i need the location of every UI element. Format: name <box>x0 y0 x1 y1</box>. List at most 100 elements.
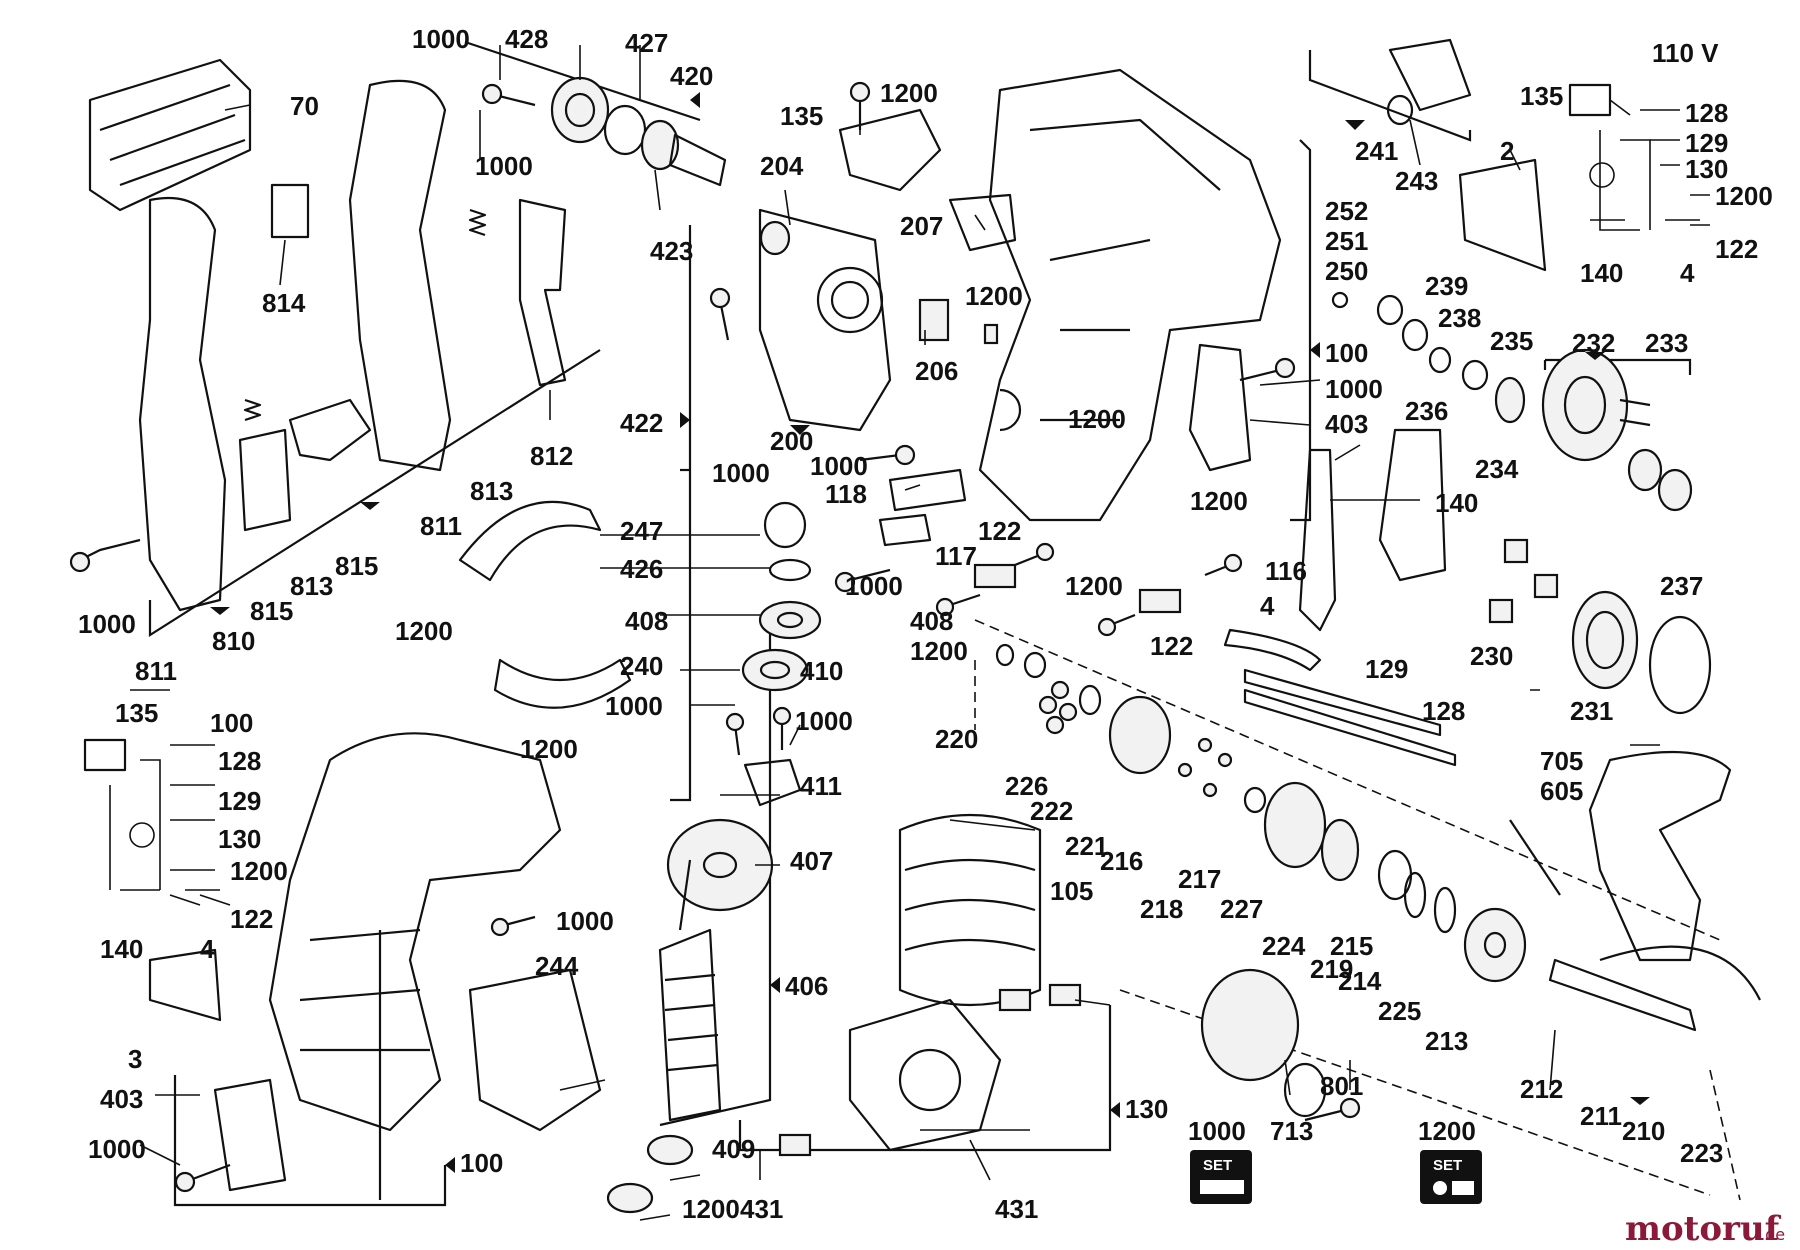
spindle-211 <box>1548 958 1697 1032</box>
gear-232-part <box>1541 348 1629 462</box>
side-handle-part <box>1588 750 1732 962</box>
strip-part-b <box>1243 688 1457 767</box>
part-label: 411 <box>800 771 842 801</box>
part-label: 237 <box>1660 571 1703 601</box>
cap-part <box>1388 38 1472 112</box>
set-badge-text: SET <box>1203 1157 1232 1174</box>
part-label: 218 <box>1140 894 1183 924</box>
part-label: 4 <box>1680 258 1695 288</box>
part-label: 204 <box>760 151 804 181</box>
chuck-713 <box>1200 968 1300 1082</box>
part-label: 1200 <box>965 281 1023 311</box>
part-label: 130 <box>218 824 261 854</box>
brand-watermark: motoruf .de <box>1625 1209 1785 1249</box>
trigger-part <box>518 198 567 387</box>
ring-221 <box>1078 684 1102 716</box>
part-label: 1000 <box>712 458 770 488</box>
part-label: 219 <box>1310 954 1353 984</box>
clip-240 <box>493 658 632 709</box>
part-label: 428 <box>505 24 548 54</box>
part-label: 605 <box>1540 776 1583 806</box>
part-label: 1200 <box>395 616 453 646</box>
part-label: 1200 <box>1190 486 1248 516</box>
brand-name: motoruf <box>1625 1209 1782 1249</box>
part-label: 206 <box>915 356 958 386</box>
part-label: 1200 <box>1715 181 1773 211</box>
part-label: 213 <box>1425 1026 1468 1056</box>
bearing-part-b <box>640 119 680 171</box>
part-label: 227 <box>1220 894 1263 924</box>
part-label: 1000 <box>1325 374 1383 404</box>
part-label: 130 <box>1685 154 1728 184</box>
part-label: 233 <box>1645 328 1688 358</box>
part-label: 403 <box>100 1084 143 1114</box>
part-label: 1200 <box>1065 571 1123 601</box>
part-label: 403 <box>1325 409 1368 439</box>
part-label: 815 <box>335 551 378 581</box>
part-label: 1000 <box>78 609 136 639</box>
part-label: 811 <box>420 511 462 541</box>
part-label: 231 <box>1570 696 1613 726</box>
part-label: 100 <box>1325 338 1368 368</box>
part-label: 238 <box>1438 303 1481 333</box>
part-label: 110 V <box>1652 38 1719 68</box>
part-label: 224 <box>1262 931 1306 961</box>
pinion-part <box>1494 376 1526 424</box>
schematic-top-right <box>1568 83 1700 231</box>
part-label: 1000 <box>412 24 470 54</box>
part-label: 241 <box>1355 136 1398 166</box>
switch-part-b <box>238 428 292 532</box>
part-label: 801 <box>1320 1071 1363 1101</box>
part-label: 250 <box>1325 256 1368 286</box>
holder-part <box>973 563 1017 589</box>
bearing-410 <box>741 648 809 692</box>
part-number-labels: 1000 428 427 420 70 1000 423 814 812 811… <box>78 24 1773 1224</box>
bracket-part <box>999 388 1022 432</box>
part-label: 252 <box>1325 196 1368 226</box>
part-label: 236 <box>1405 396 1448 426</box>
part-label: 128 <box>1685 98 1728 128</box>
plug-part <box>1298 448 1337 632</box>
part-label: 226 <box>1005 771 1048 801</box>
part-label: 214 <box>1338 966 1382 996</box>
part-label: 140 <box>1435 488 1478 518</box>
part-label: 100 <box>210 708 253 738</box>
part-label: 810 <box>212 626 255 656</box>
part-label: 135 <box>115 698 158 728</box>
part-label: 222 <box>1030 796 1073 826</box>
part-label: 713 <box>1270 1116 1313 1146</box>
part-label: 128 <box>1422 696 1465 726</box>
part-label: 129 <box>1365 654 1408 684</box>
part-label: 116 <box>1265 556 1307 586</box>
cap-1200 <box>606 1182 654 1214</box>
part-label: 4 <box>200 934 215 964</box>
shaft-part <box>668 133 727 187</box>
part-label: 1000 <box>475 151 533 181</box>
bearing-408 <box>758 600 822 640</box>
part-label: 118 <box>825 479 867 509</box>
lower-housing-part <box>268 732 562 1132</box>
clip-part <box>270 183 310 239</box>
clamp-part-b <box>878 513 932 547</box>
bush-part-b <box>1657 468 1693 512</box>
ring-225 <box>1403 871 1427 919</box>
part-label: 212 <box>1520 1074 1563 1104</box>
part-label: 408 <box>625 606 668 636</box>
ring-226 <box>1023 651 1047 679</box>
ring-213 <box>1433 886 1457 934</box>
part-label: 408 <box>910 606 953 636</box>
part-label: 812 <box>530 441 573 471</box>
part-label: 1000 <box>845 571 903 601</box>
part-label: 811 <box>135 656 177 686</box>
part-label: 129 <box>218 786 261 816</box>
set-badge-number: 1200 <box>1418 1116 1476 1146</box>
part-label: 230 <box>1470 641 1513 671</box>
lock-ring-part <box>1648 615 1712 715</box>
assembly-frames <box>148 40 1741 1207</box>
part-label: 815 <box>250 596 293 626</box>
part-label: 70 <box>290 91 319 121</box>
clip-247 <box>458 500 602 582</box>
label-3 <box>148 948 222 1022</box>
